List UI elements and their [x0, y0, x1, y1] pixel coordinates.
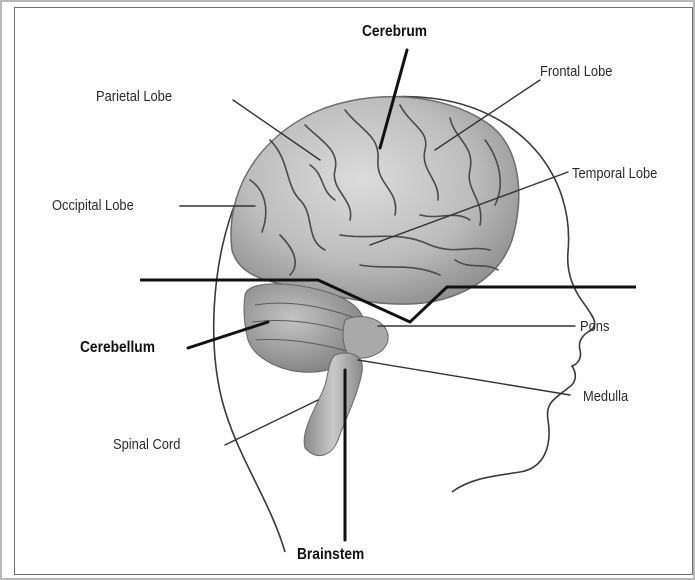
label-brainstem: Brainstem	[297, 547, 364, 563]
label-parietal-lobe: Parietal Lobe	[96, 89, 172, 104]
label-pons: Pons	[580, 319, 609, 334]
label-temporal-lobe: Temporal Lobe	[572, 166, 657, 181]
label-cerebrum: Cerebrum	[362, 24, 427, 40]
pons-shape	[343, 316, 388, 358]
label-occipital-lobe: Occipital Lobe	[52, 198, 134, 213]
label-frontal-lobe: Frontal Lobe	[540, 64, 612, 79]
label-spinal-cord: Spinal Cord	[113, 437, 180, 452]
label-cerebellum: Cerebellum	[80, 340, 155, 356]
label-medulla: Medulla	[583, 389, 628, 404]
medulla-leader	[358, 360, 570, 395]
